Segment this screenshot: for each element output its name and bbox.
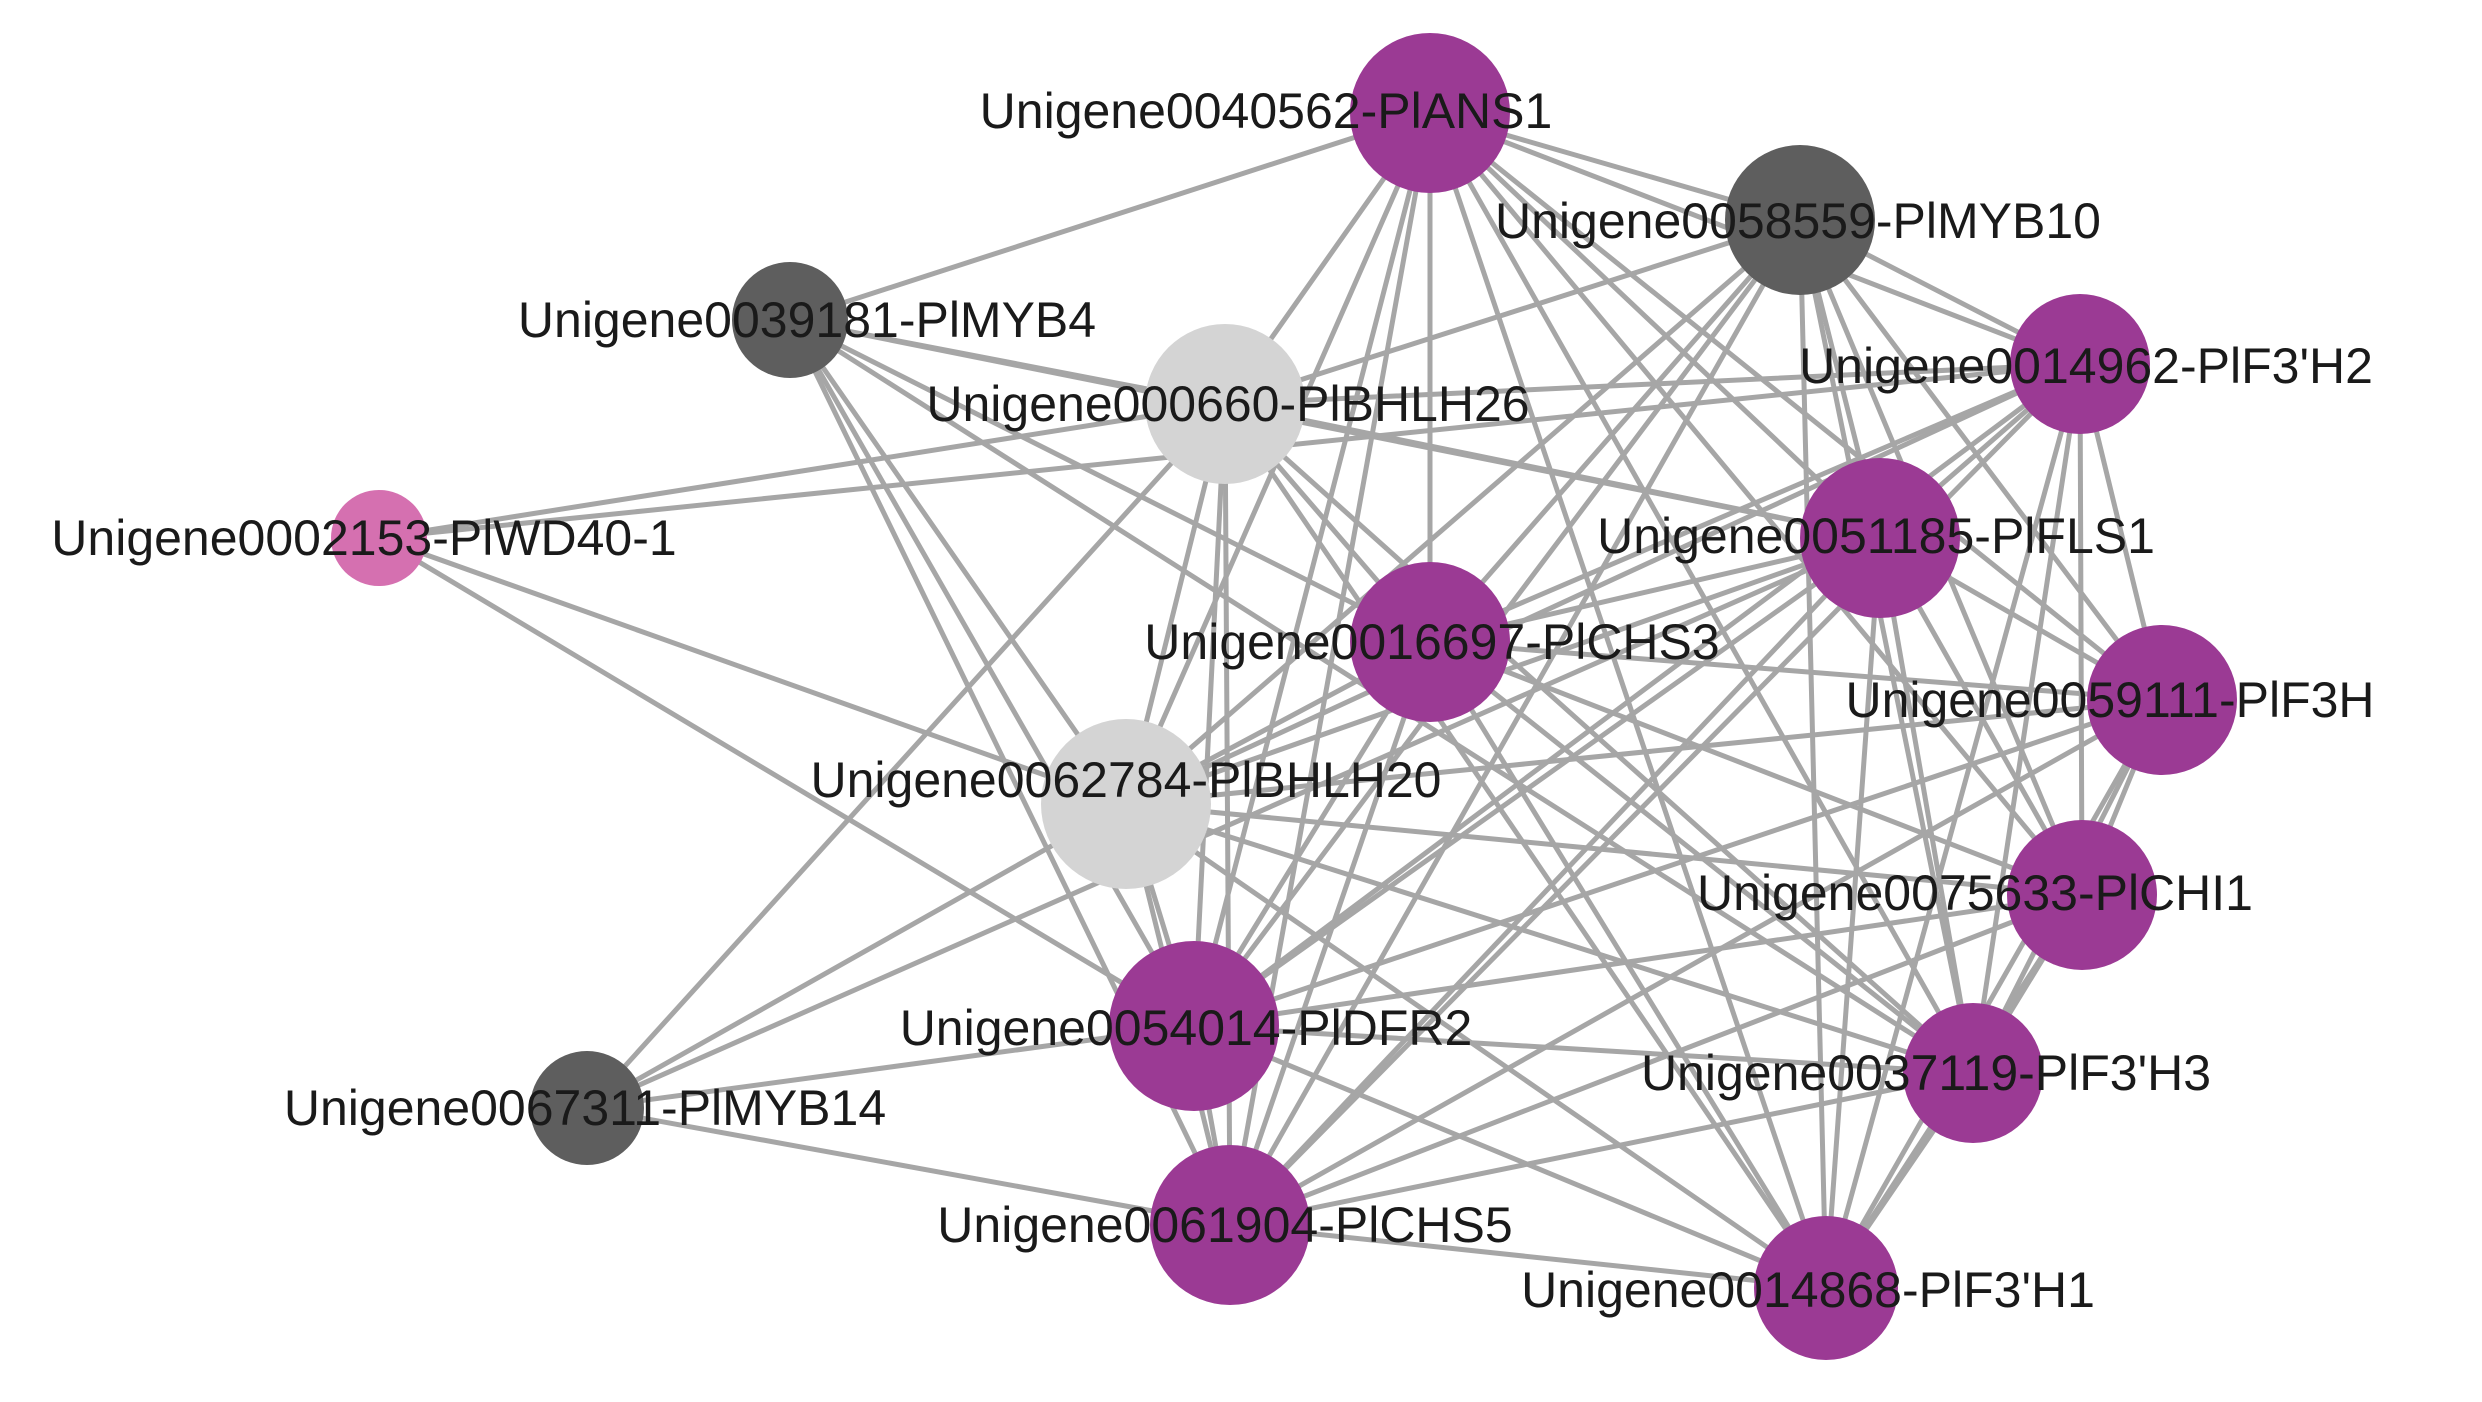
edge-fls1-chs5 bbox=[1227, 535, 1883, 1228]
node-label-wd40: Unigene0002153-PlWD40-1 bbox=[51, 510, 676, 566]
edge-f3h-f3h1 bbox=[1823, 697, 2165, 1291]
edge-bhlh26-myb14 bbox=[584, 401, 1228, 1111]
edge-chs3-chs5 bbox=[1227, 639, 1433, 1228]
edge-f3h2-chs3 bbox=[1427, 361, 2083, 645]
node-label-myb10: Unigene0058559-PlMYB10 bbox=[1495, 193, 2101, 249]
edge-bhlh26-fls1 bbox=[1222, 401, 1883, 541]
edge-wd40-bhlh20 bbox=[376, 535, 1129, 807]
label-layer: Unigene0040562-PlANS1Unigene0058559-PlMY… bbox=[51, 83, 2374, 1318]
edge-bhlh20-f3h1 bbox=[1123, 801, 1829, 1291]
edge-myb14-chs5 bbox=[584, 1105, 1233, 1228]
node-label-ans1: Unigene0040562-PlANS1 bbox=[980, 83, 1553, 139]
node-label-f3h1: Unigene0014868-PlF3'H1 bbox=[1521, 1262, 2095, 1318]
node-layer bbox=[331, 33, 2237, 1360]
edge-f3h2-f3h3 bbox=[1970, 361, 2083, 1076]
edge-myb10-bhlh26 bbox=[1222, 217, 1803, 407]
node-label-chs3: Unigene0016697-PlCHS3 bbox=[1144, 614, 1719, 670]
node-label-myb14: Unigene0067311-PlMYB14 bbox=[284, 1080, 886, 1136]
node-label-f3h: Unigene0059111-PlF3H bbox=[1845, 672, 2374, 728]
node-label-myb4: Unigene0039181-PlMYB4 bbox=[518, 292, 1096, 348]
edge-wd40-dfr2 bbox=[376, 535, 1197, 1029]
node-bhlh20 bbox=[1041, 719, 1211, 889]
node-f3h bbox=[2087, 625, 2237, 775]
edge-fls1-dfr2 bbox=[1191, 535, 1883, 1029]
node-fls1 bbox=[1800, 458, 1960, 618]
node-label-chs5: Unigene0061904-PlCHS5 bbox=[937, 1197, 1512, 1253]
node-label-bhlh20: Unigene0062784-PlBHLH20 bbox=[810, 752, 1441, 808]
edge-bhlh26-f3h2 bbox=[1222, 361, 2083, 407]
edge-ans1-f3h3 bbox=[1427, 110, 1976, 1076]
edge-ans1-f3h bbox=[1427, 110, 2165, 703]
node-myb4 bbox=[732, 262, 848, 378]
edge-f3h2-f3h1 bbox=[1823, 361, 2083, 1291]
node-chs3 bbox=[1350, 562, 1510, 722]
node-f3h3 bbox=[1903, 1003, 2043, 1143]
edge-f3h-dfr2 bbox=[1191, 697, 2165, 1029]
node-f3h2 bbox=[2010, 294, 2150, 434]
edge-myb10-bhlh20 bbox=[1123, 217, 1803, 807]
node-label-bhlh26: Unigene000660-PlBHLH26 bbox=[926, 376, 1529, 432]
edge-dfr2-f3h3 bbox=[1191, 1023, 1976, 1076]
node-label-f3h3: Unigene0037119-PlF3'H3 bbox=[1641, 1045, 2211, 1101]
edge-myb10-chs5 bbox=[1227, 217, 1803, 1228]
edge-f3h3-chs5 bbox=[1227, 1070, 1976, 1228]
node-f3h1 bbox=[1754, 1216, 1898, 1360]
edge-bhlh20-chi1 bbox=[1123, 801, 2085, 898]
edge-fls1-f3h1 bbox=[1823, 535, 1883, 1291]
edge-f3h2-bhlh20 bbox=[1123, 361, 2083, 807]
edge-chi1-dfr2 bbox=[1191, 892, 2085, 1029]
edge-myb10-chs3 bbox=[1427, 217, 1803, 645]
node-wd40 bbox=[331, 490, 427, 586]
edge-f3h-chs5 bbox=[1227, 697, 2165, 1228]
edge-myb10-f3h1 bbox=[1797, 217, 1829, 1291]
node-myb10 bbox=[1725, 145, 1875, 295]
edge-bhlh20-myb14 bbox=[584, 801, 1129, 1111]
edge-bhlh26-dfr2 bbox=[1191, 401, 1228, 1029]
edge-myb4-bhlh20 bbox=[787, 317, 1129, 807]
edge-fls1-f3h3 bbox=[1877, 535, 1976, 1076]
edge-ans1-myb4 bbox=[787, 110, 1433, 323]
edge-dfr2-f3h1 bbox=[1191, 1023, 1829, 1291]
node-ans1 bbox=[1350, 33, 1510, 193]
node-label-fls1: Unigene0051185-PlFLS1 bbox=[1597, 508, 2155, 564]
node-dfr2 bbox=[1109, 941, 1279, 1111]
edge-f3h2-chi1 bbox=[2077, 361, 2085, 898]
edge-f3h2-dfr2 bbox=[1191, 361, 2083, 1029]
edge-bhlh26-f3h1 bbox=[1222, 401, 1829, 1291]
edge-dfr2-myb14 bbox=[584, 1023, 1197, 1111]
edge-myb10-f3h3 bbox=[1797, 217, 1976, 1076]
edge-bhlh20-f3h3 bbox=[1123, 801, 1976, 1076]
edge-chi1-chs5 bbox=[1227, 892, 2085, 1228]
node-bhlh26 bbox=[1145, 324, 1305, 484]
node-label-dfr2: Unigene0054014-PlDFR2 bbox=[900, 1000, 1473, 1056]
node-label-chi1: Unigene0075633-PlCHI1 bbox=[1697, 865, 2253, 921]
edge-fls1-myb14 bbox=[584, 535, 1883, 1111]
edge-ans1-dfr2 bbox=[1191, 110, 1433, 1029]
edge-chs5-f3h1 bbox=[1227, 1222, 1829, 1291]
node-myb14 bbox=[530, 1051, 644, 1165]
node-chs5 bbox=[1150, 1145, 1310, 1305]
edge-chs3-f3h bbox=[1427, 639, 2165, 703]
node-chi1 bbox=[2007, 820, 2157, 970]
edge-myb10-f3h bbox=[1797, 217, 2165, 703]
edge-myb4-dfr2 bbox=[787, 317, 1197, 1029]
edge-bhlh26-wd40 bbox=[376, 401, 1228, 541]
edge-f3h-bhlh20 bbox=[1123, 697, 2165, 807]
edge-myb4-chs3 bbox=[787, 317, 1433, 645]
node-label-f3h2: Unigene0014962-PlF3'H2 bbox=[1799, 338, 2373, 394]
edge-chs3-chi1 bbox=[1427, 639, 2085, 898]
